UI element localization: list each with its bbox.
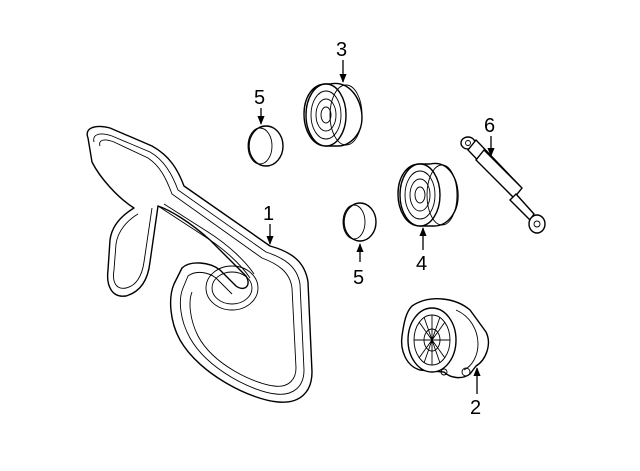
drive-belt [86, 125, 313, 403]
pulley-cap-lower [342, 202, 377, 242]
callout-label: 4 [416, 253, 427, 275]
belt-tensioner [400, 298, 490, 379]
idler-pulley-lower [397, 162, 459, 227]
callout-4: 4 [416, 227, 427, 275]
callout-5-upper: 5 [254, 87, 265, 125]
callout-6: 6 [484, 115, 495, 157]
callout-1: 1 [263, 203, 274, 245]
callout-label: 5 [353, 267, 364, 289]
tensioner-damper [460, 136, 546, 234]
callout-label: 1 [263, 203, 274, 225]
callout-label: 2 [470, 397, 481, 419]
callout-3: 3 [336, 39, 347, 83]
callout-label: 5 [254, 87, 265, 109]
callout-5-lower: 5 [353, 243, 364, 289]
callout-2: 2 [470, 367, 481, 419]
callout-label: 6 [484, 115, 495, 137]
idler-pulley-upper [303, 82, 363, 147]
pulley-cap-upper [247, 125, 284, 167]
callout-label: 3 [336, 39, 347, 61]
